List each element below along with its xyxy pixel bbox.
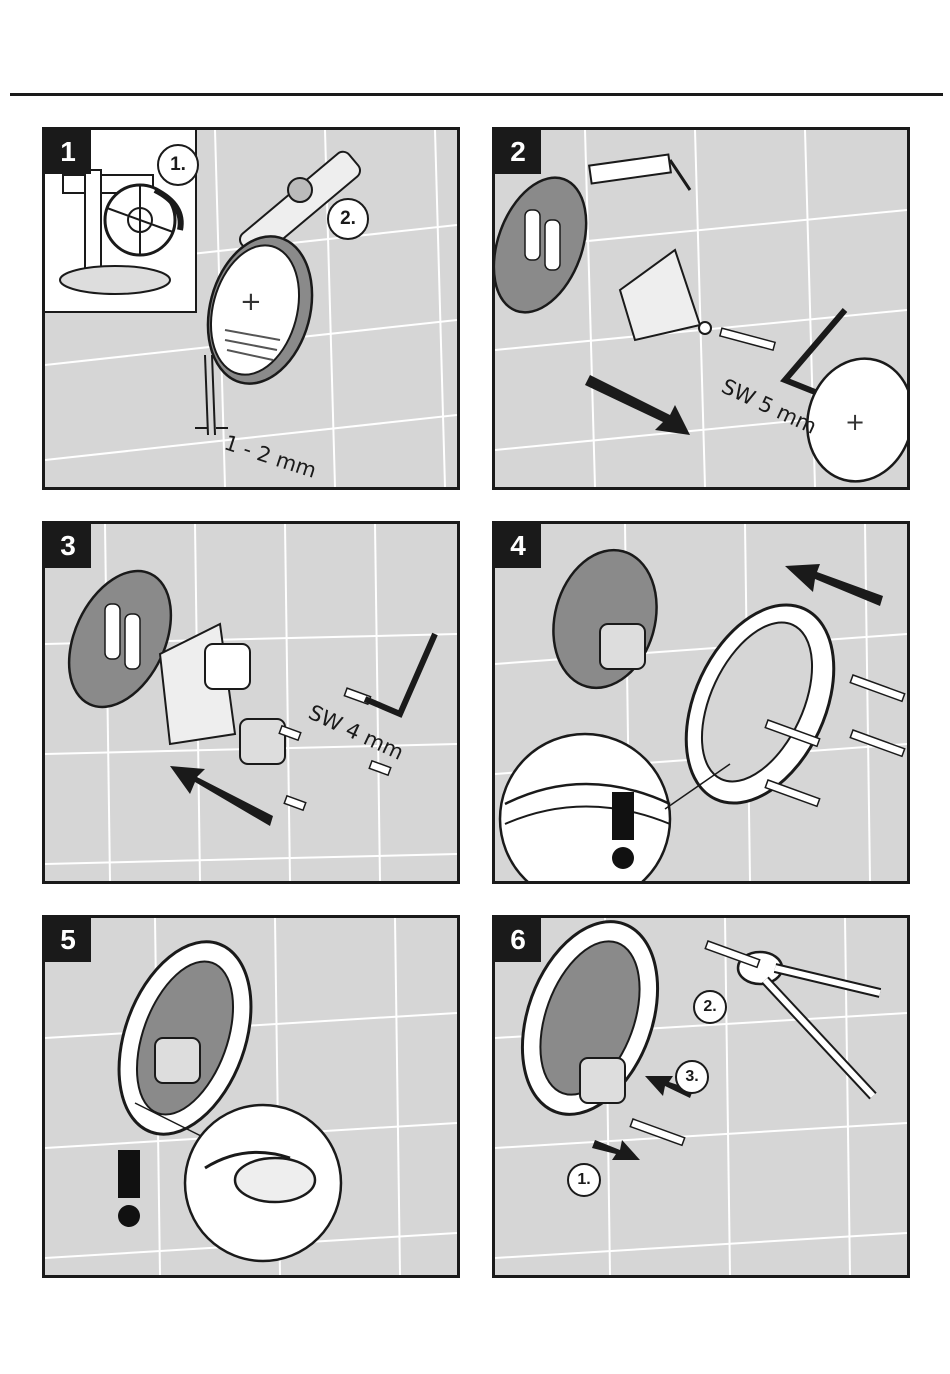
step-panel-5: 5 — [42, 915, 460, 1278]
arrow-icon — [170, 766, 273, 826]
mounting-bracket-icon — [620, 250, 711, 340]
svg-text:+: + — [240, 287, 262, 317]
step-panel-3: 3 SW 4 mm — [42, 521, 460, 884]
arrow-icon — [585, 375, 690, 435]
rosette-icon — [539, 538, 672, 699]
step-panel-6: 6 2. 3. 1. — [492, 915, 910, 1278]
step-number-badge: 4 — [495, 524, 541, 568]
step-panel-4: 4 — [492, 521, 910, 884]
valve-body-icon — [160, 624, 285, 764]
arrow-icon — [785, 564, 883, 606]
cover-ring-icon — [657, 581, 864, 826]
step-callout-2: 2. — [693, 990, 727, 1024]
step-number-badge: 6 — [495, 918, 541, 962]
tile-wall-illustration: + — [495, 130, 907, 487]
header-rule — [10, 93, 943, 96]
caulk-gun-icon — [589, 155, 690, 190]
step-callout-1: 1. — [567, 1163, 601, 1197]
step-number-badge: 3 — [45, 524, 91, 568]
step-number-badge: 1 — [45, 130, 91, 174]
tile-wall-illustration — [495, 918, 907, 1275]
step-callout-1: 1. — [157, 144, 199, 186]
step-callout-2: 2. — [327, 198, 369, 240]
tile-wall-illustration — [45, 524, 457, 881]
tile-wall-illustration — [45, 918, 457, 1275]
step-number-badge: 2 — [495, 130, 541, 174]
magnifier-detail — [185, 1105, 341, 1261]
step-panel-2: + 2 SW 5 mm — [492, 127, 910, 490]
tile-wall-illustration — [495, 524, 907, 881]
hex-key-icon — [365, 634, 435, 714]
svg-text:+: + — [845, 408, 865, 436]
step-callout-3: 3. — [675, 1060, 709, 1094]
step-panel-1: + 1 1. 2. 1 - 2 mm — [42, 127, 460, 490]
pliers-icon — [738, 952, 880, 1096]
screw-icon — [720, 328, 775, 350]
step-number-badge: 5 — [45, 918, 91, 962]
